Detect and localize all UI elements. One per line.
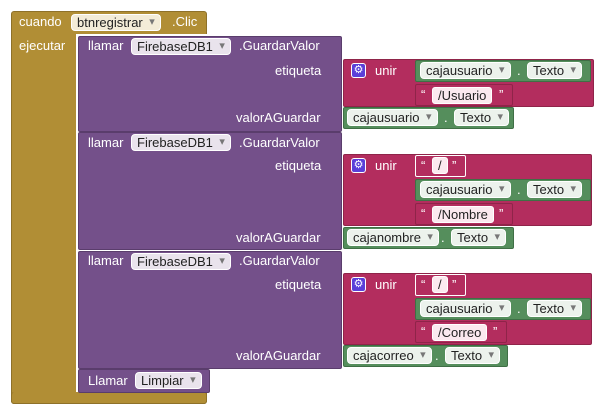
value-socket-label: valorAGuardar <box>236 348 321 363</box>
close-quote-icon: ” <box>499 87 504 102</box>
close-quote-icon: ” <box>493 324 498 339</box>
close-quote-icon: ” <box>452 277 457 292</box>
textbox-component-dropdown[interactable]: cajausuario <box>420 62 511 79</box>
textbox-component-dropdown[interactable]: cajausuario <box>420 300 511 317</box>
firebase-component-dropdown[interactable]: FirebaseDB1 <box>131 134 231 151</box>
open-quote-icon: “ <box>421 87 426 102</box>
join-label: unir <box>375 158 397 173</box>
call-block-guardarvalor-3[interactable] <box>78 251 342 369</box>
join-label: unir <box>375 277 397 292</box>
text-string-field[interactable]: /Nombre <box>432 206 494 223</box>
dot-label: . <box>517 182 521 197</box>
call-label: llamar <box>88 253 124 268</box>
tag-socket-label: etiqueta <box>275 63 322 78</box>
dot-label: . <box>444 110 448 125</box>
property-dropdown[interactable]: Texto <box>454 109 510 126</box>
value-socket-label: valorAGuardar <box>236 110 321 125</box>
open-quote-icon: “ <box>421 324 426 339</box>
property-dropdown[interactable]: Texto <box>527 181 583 198</box>
method-label: .GuardarValor <box>239 253 320 268</box>
event-component-dropdown[interactable]: btnregistrar <box>71 14 161 31</box>
open-quote-icon: “ <box>421 277 426 292</box>
call-block-guardarvalor-2[interactable] <box>78 132 342 250</box>
call-label: llamar <box>88 135 124 150</box>
firebase-component-dropdown[interactable]: FirebaseDB1 <box>131 38 231 55</box>
textbox-component-dropdown[interactable]: cajanombre <box>347 229 439 246</box>
close-quote-icon: ” <box>499 206 504 221</box>
tag-socket-label: etiqueta <box>275 158 322 173</box>
property-dropdown[interactable]: Texto <box>527 300 583 317</box>
text-string-field[interactable]: /Correo <box>432 324 488 341</box>
property-dropdown[interactable]: Texto <box>451 229 507 246</box>
when-label: cuando <box>19 14 62 29</box>
textbox-component-dropdown[interactable]: cajausuario <box>420 181 511 198</box>
text-string-field[interactable]: /Usuario <box>432 87 493 104</box>
mutator-gear-icon[interactable]: ⚙ <box>351 63 366 78</box>
text-string-field[interactable]: / <box>432 276 448 293</box>
open-quote-icon: “ <box>421 206 426 221</box>
method-label: .GuardarValor <box>239 38 320 53</box>
dot-label: . <box>517 63 521 78</box>
textbox-component-dropdown[interactable]: cajausuario <box>347 109 438 126</box>
join-label: unir <box>375 63 397 78</box>
call-label: Llamar <box>88 373 128 388</box>
event-name-label: .Clic <box>172 14 198 29</box>
event-block-footer <box>11 392 207 404</box>
mutator-gear-icon[interactable]: ⚙ <box>351 158 366 173</box>
mutator-gear-icon[interactable]: ⚙ <box>351 277 366 292</box>
close-quote-icon: ” <box>452 158 457 173</box>
method-label: .GuardarValor <box>239 135 320 150</box>
dot-label: . <box>435 348 439 363</box>
procedure-dropdown[interactable]: Limpiar <box>135 372 202 389</box>
tag-socket-label: etiqueta <box>275 277 322 292</box>
call-label: llamar <box>88 38 124 53</box>
value-socket-label: valorAGuardar <box>236 230 321 245</box>
property-dropdown[interactable]: Texto <box>527 62 583 79</box>
text-string-field[interactable]: / <box>432 157 448 174</box>
dot-label: . <box>441 230 445 245</box>
open-quote-icon: “ <box>421 158 426 173</box>
firebase-component-dropdown[interactable]: FirebaseDB1 <box>131 253 231 270</box>
property-dropdown[interactable]: Texto <box>445 347 501 364</box>
dot-label: . <box>517 301 521 316</box>
do-label: ejecutar <box>19 38 66 53</box>
textbox-component-dropdown[interactable]: cajacorreo <box>347 347 432 364</box>
